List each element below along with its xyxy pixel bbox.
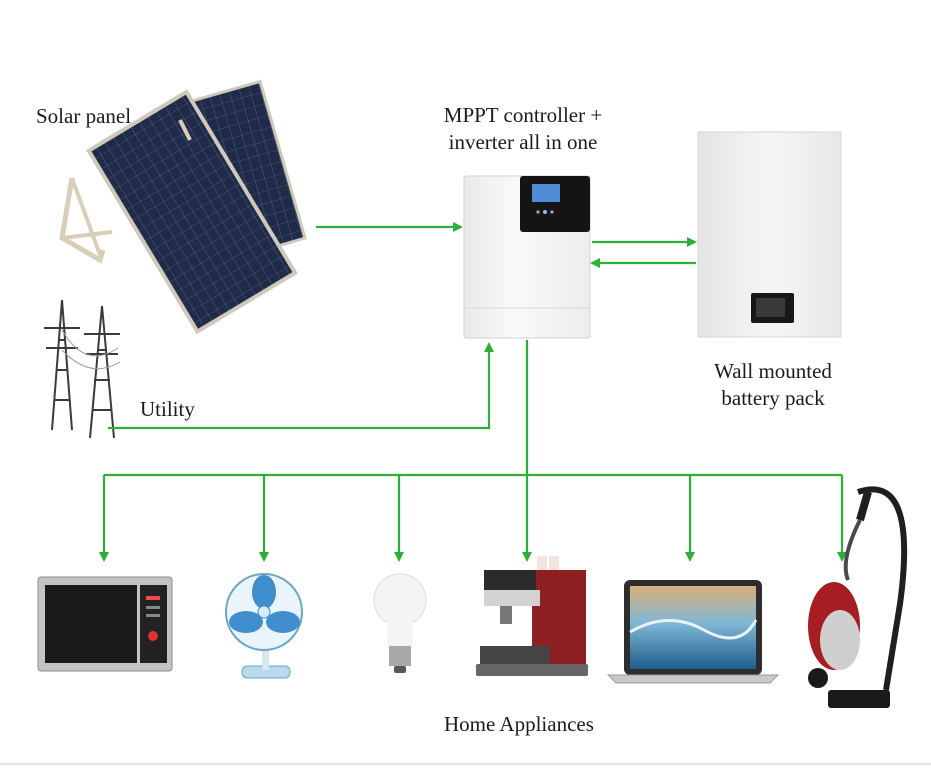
coffee-machine-icon: [476, 556, 588, 676]
home-appliances-label: Home Appliances: [444, 712, 594, 736]
inverter-icon: [463, 175, 591, 339]
utility-label: Utility: [140, 397, 195, 421]
flow-arrows: [99, 222, 847, 562]
light-bulb-icon: [373, 573, 427, 673]
microwave-icon: [37, 576, 173, 672]
controller-label: MPPT controller + inverter all in one: [419, 102, 627, 156]
battery-label: Wall mounted battery pack: [693, 358, 853, 412]
battery-label-line-2: battery pack: [721, 386, 825, 410]
laptop-icon: [606, 580, 780, 684]
controller-label-line-1: MPPT controller +: [443, 103, 603, 127]
solar-panel-icon: [59, 79, 307, 335]
utility-tower-icon: [44, 299, 121, 439]
fan-icon: [225, 573, 303, 679]
battery-pack-icon: [697, 131, 842, 338]
arrow-utility-to-inverter: [108, 342, 494, 430]
solar-panel-label: Solar panel: [36, 104, 132, 128]
battery-label-line-1: Wall mounted: [714, 359, 832, 383]
vacuum-cleaner-icon: [808, 486, 908, 708]
controller-label-line-2: inverter all in one: [448, 130, 598, 154]
